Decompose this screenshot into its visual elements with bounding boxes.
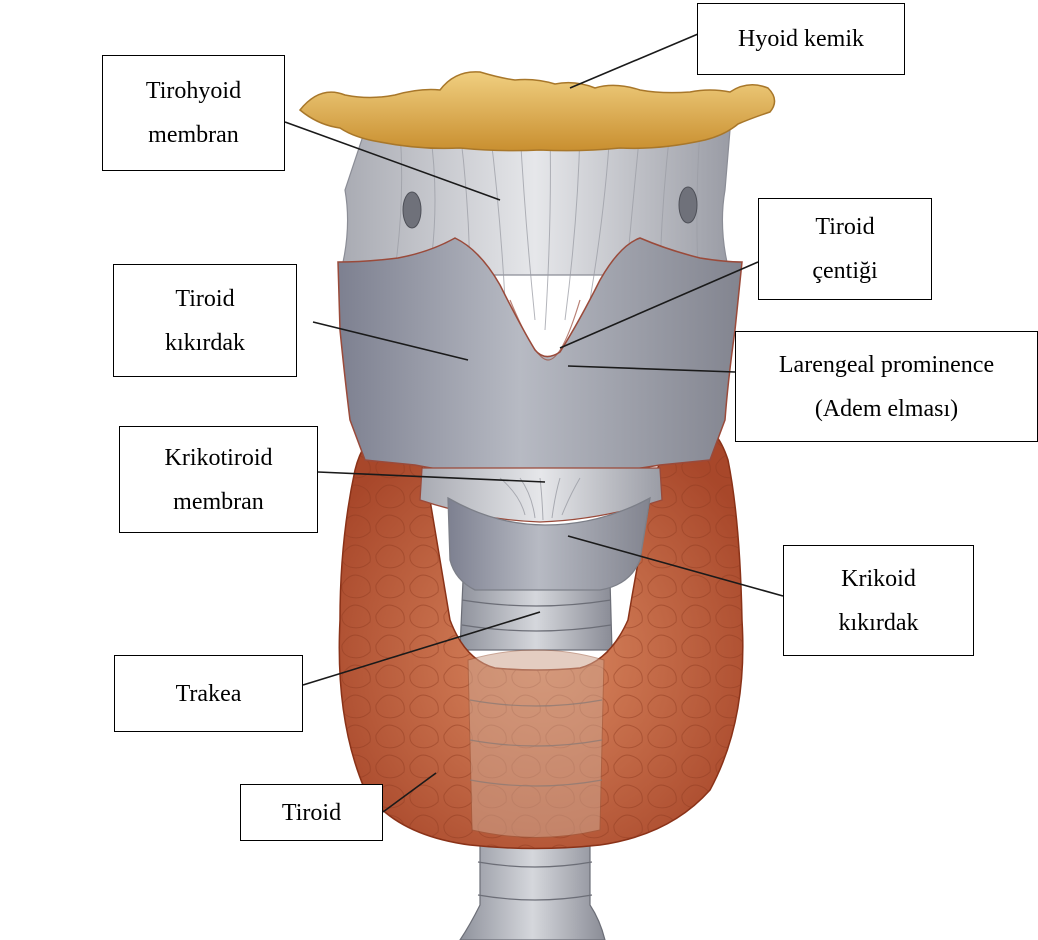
label-larengeal-prominence: Larengeal prominence (Adem elması) [735, 331, 1038, 442]
label-trakea: Trakea [114, 655, 303, 732]
label-krikotiroid-line2: membran [173, 480, 264, 524]
label-tiroid-centigi: Tiroid çentiği [758, 198, 932, 300]
label-krikoid-line1: Krikoid [841, 557, 916, 601]
label-krikotiroid-membran: Krikotiroid membran [119, 426, 318, 533]
label-hyoid-kemik: Hyoid kemik [697, 3, 905, 75]
leader-hyoid [570, 34, 698, 88]
label-tirohyoid-line2: membran [148, 113, 239, 157]
label-tiroid-line1: Tiroid [282, 791, 341, 835]
label-krikoid-line2: kıkırdak [839, 601, 919, 645]
label-trakea-line1: Trakea [176, 672, 242, 716]
label-tirohyoid-line1: Tirohyoid [146, 69, 241, 113]
label-tiroid: Tiroid [240, 784, 383, 841]
label-tirohyoid-membran: Tirohyoid membran [102, 55, 285, 171]
label-tiroid-centigi-line1: Tiroid [815, 205, 874, 249]
label-krikotiroid-line1: Krikotiroid [165, 436, 273, 480]
label-krikoid-kikirdak: Krikoid kıkırdak [783, 545, 974, 656]
label-hyoid-line1: Hyoid kemik [738, 17, 864, 61]
label-tiroid-kikirdak-line1: Tiroid [175, 277, 234, 321]
label-tiroid-kikirdak-line2: kıkırdak [165, 321, 245, 365]
label-larengeal-line2: (Adem elması) [815, 387, 958, 431]
label-larengeal-line1: Larengeal prominence [779, 343, 994, 387]
label-tiroid-kikirdak: Tiroid kıkırdak [113, 264, 297, 377]
hyoid-bone [300, 72, 775, 151]
label-tiroid-centigi-line2: çentiği [812, 249, 877, 293]
